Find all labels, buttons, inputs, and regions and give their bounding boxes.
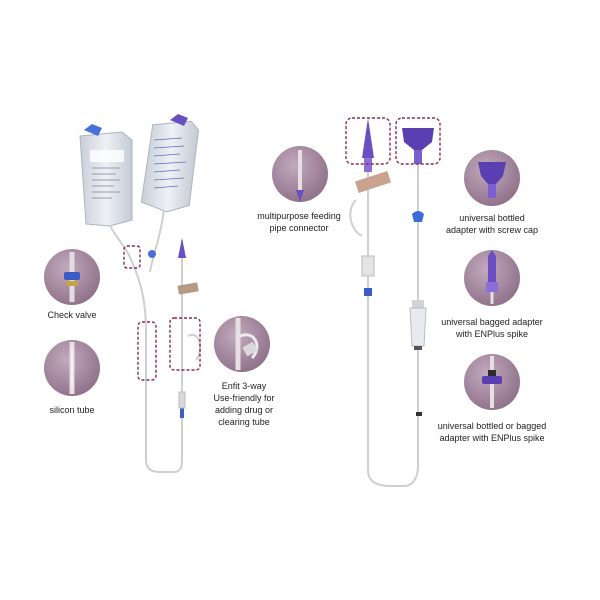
- label-bagged-adapter: universal bagged adapter with ENPlus spi…: [441, 317, 543, 339]
- clamp-tag-right: [354, 171, 392, 193]
- label-silicon-tube: silicon tube: [49, 405, 95, 415]
- frame-enfit-3way: [169, 317, 201, 371]
- screw-cap-device: [402, 128, 434, 164]
- label-screw-cap: universal bottled adapter with screw cap: [445, 213, 539, 235]
- feeding-bag-left: [79, 124, 133, 227]
- frame-silicon-tube: [137, 321, 157, 381]
- valve-blue-icon: [148, 250, 156, 258]
- check-valve-circle: [44, 249, 100, 305]
- tubing-right: [349, 160, 419, 487]
- enfit-3way-circle: [214, 316, 270, 372]
- enfit-tip-icon: [178, 238, 186, 258]
- spike-left-icon: [362, 118, 374, 158]
- label-check-valve: Check valve: [47, 310, 97, 320]
- roller-clamp-icon: [412, 211, 424, 222]
- clamp-tag: [177, 282, 199, 295]
- frame-check-valve: [123, 245, 141, 269]
- bottled-or-bagged-circle: [464, 354, 520, 410]
- silicon-tube-circle: [44, 340, 100, 396]
- bagged-adapter-circle: [464, 250, 520, 306]
- label-multipurpose: multipurpose feeding pipe connector: [257, 211, 341, 233]
- label-enfit-3way: Enfit 3-way Use-friendly for adding drug…: [213, 381, 275, 427]
- label-bottled-or-bagged: universal bottled or bagged adapter with…: [437, 421, 547, 443]
- feeding-bag-right: [140, 114, 200, 213]
- frame-multipurpose: [345, 117, 391, 165]
- connector-blue: [180, 408, 184, 418]
- multipurpose-connector-circle: [272, 146, 328, 202]
- frame-screw-cap: [395, 117, 441, 165]
- drip-chamber: [409, 300, 427, 420]
- screw-cap-circle: [464, 150, 520, 206]
